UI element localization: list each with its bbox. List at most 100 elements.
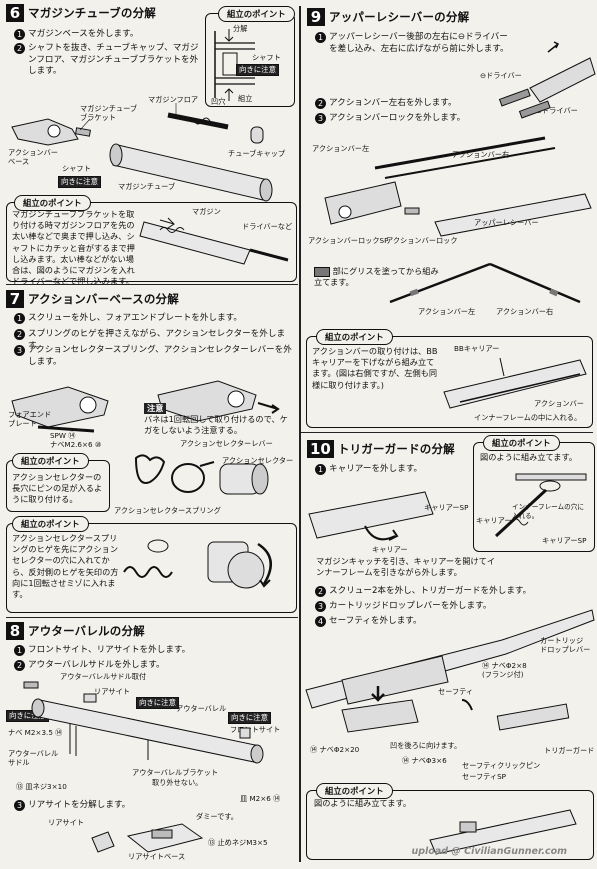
label-shaft: シャフト (62, 164, 91, 173)
assembly-point-title: 組立のポイント (12, 516, 89, 532)
label-tube-cap: チューブキャップ (228, 149, 286, 158)
label-carrier-sp: キャリアーSP (542, 536, 587, 545)
magazine-tube-diagram (11, 103, 273, 202)
assembly-point-title: 組立のポイント (483, 435, 560, 451)
label-magazine: マガジン (192, 207, 221, 216)
column-divider (299, 6, 301, 862)
carrier-removal-diagram (308, 491, 434, 541)
label-magazine-tube: マガジンチューブ (118, 182, 176, 191)
label-carrier: キャリアー (476, 516, 512, 525)
label-magazine-floor: マガジンフロア (148, 95, 199, 104)
label-action-bar-left: アクションバー左 (312, 144, 370, 153)
action-bar-diagram (324, 136, 592, 237)
section-6: 6 マガジンチューブの分解 (6, 4, 156, 22)
section-number: 6 (6, 4, 24, 22)
spring-assembly-diagram (123, 539, 272, 589)
orientation-tag: 向きに注意 (228, 712, 271, 724)
assembly-point-text: アクションセレクタースプリングのヒゲを先にアクションセレクターの穴に入れてから、… (12, 533, 119, 600)
assembly-point-text: マガジンチューブブラケットを取り付ける時マガジンフロアを先の太い棒などで奥まで押… (12, 209, 135, 287)
label-not-removable: 取り外せない。 (152, 778, 203, 787)
assembly-point-title: 組立のポイント (12, 453, 89, 469)
label-drop-lever: カートリッジ ドロップレバー (540, 636, 591, 654)
label-screw-flanged: ⑭ ナベΦ2×8 (フランジ付) (482, 661, 527, 679)
label-selector-lever: アクションセレクターレバー (180, 439, 273, 448)
assembly-point-text: アクションセレクターの長穴にピンの足が入るように取り付ける。 (12, 472, 103, 505)
label-driver-1: ⊖ドライバー (480, 71, 522, 80)
label-upper-receiver: アッパーレシーバー (474, 218, 539, 227)
action-bar-grease-diagram (389, 262, 581, 304)
section-number: 9 (307, 8, 325, 26)
label-recess: 凹穴 (211, 97, 226, 106)
section-separator (6, 284, 298, 286)
label-selector: アクションセレクター (222, 456, 294, 465)
assembly-point-box (205, 13, 295, 107)
upper-receiver-removal-diagram (498, 41, 596, 119)
safety-assembly-diagram (429, 809, 577, 855)
action-bar-base-diagram (11, 380, 280, 433)
section-number: 10 (307, 440, 334, 458)
action-bar-install-diagram (443, 357, 587, 409)
label-selector-spring: アクションセレクタースプリング (114, 506, 221, 515)
label-safety-sp: セーフティSP (462, 772, 506, 781)
label-action-bar-lock: アクションバーロック (386, 236, 458, 245)
section-title: アッパーレシーバーの分解 (329, 10, 470, 24)
caution-text: バネは1回転回して取り付けるので、ケガをしないよう注意する。 (144, 414, 288, 435)
section-8: 8 アウターバレルの分解 (6, 622, 145, 640)
label-inner-frame-hole: インナーフレームの穴に入れる。 (512, 503, 584, 520)
section-title: マガジンチューブの分解 (28, 6, 157, 20)
label-front-sight: フロントサイト (230, 725, 281, 734)
assembly-point-text: 図のように組み立てます。 (480, 452, 578, 462)
label-tube-bracket: マガジンチューブ ブラケット (80, 104, 138, 122)
label-dummy: ダミーです。 (196, 812, 238, 821)
magazine-catch-note: マガジンキャッチを引き、キャリアーを開けてインナーフレームを引きながら外します。 (316, 556, 496, 578)
label-shaft: シャフト (252, 53, 281, 62)
assembly-point-title: 組立のポイント (218, 6, 295, 22)
label-saddle: アウターバレル サドル (8, 749, 59, 767)
label-forend-plate: フォアエンド プレート (8, 410, 52, 428)
shaft-diagram (214, 29, 255, 101)
label-screw: SPW ⑭ ナベM2.6×6 ⑩ (50, 431, 102, 449)
label-rear-sight-base: リアサイトベース (128, 852, 186, 861)
label-disassembly: 分解 (233, 24, 248, 33)
orientation-tag: 向きに注意 (58, 176, 101, 188)
label-bar-right: アクションバー右 (496, 307, 554, 316)
section-title: アクションバーベースの分解 (28, 292, 179, 306)
label-action-bar-right: アクションバー右 (452, 150, 510, 159)
label-bb-carrier: BBキャリアー (454, 344, 500, 353)
label-rear-sight-2: リアサイト (48, 818, 84, 827)
caution-note: 注意 バネは1回転回して取り付けるので、ケガをしないよう注意する。 (144, 403, 292, 436)
label-barrel-bracket: アウターバレルブラケット (132, 768, 219, 777)
label-click-pin: セーフティクリックピン (462, 761, 541, 770)
label-recess-back: 凹を後ろに向けます。 (390, 741, 462, 750)
orientation-tag: 向きに注意 (136, 697, 179, 709)
trigger-guard-diagram (305, 609, 595, 733)
label-screw-3x10: ⑬ 皿ネジ3×10 (16, 782, 67, 791)
selector-parts-diagram (134, 454, 269, 495)
section-title: アウターバレルの分解 (28, 624, 145, 638)
outer-barrel-diagram (23, 681, 264, 764)
watermark: upload @ CivilianGunner.com (411, 846, 567, 857)
section-9: 9 アッパーレシーバーの分解 (307, 8, 469, 26)
section-10: 10 トリガーガードの分解 (307, 440, 455, 458)
assembly-point-title: 組立のポイント (14, 195, 91, 211)
rear-sight-diagram (91, 823, 204, 853)
label-action-bar: アクションバー (534, 399, 584, 408)
section-number: 7 (6, 290, 24, 308)
label-carrier-sp: キャリアーSP (424, 503, 469, 512)
assembly-point-text: アクションバーの取り付けは、BBキャリアーを下げながら組み立てます。(図は右側で… (312, 346, 438, 390)
label-action-bar-base: アクションバー ベース (8, 148, 58, 166)
